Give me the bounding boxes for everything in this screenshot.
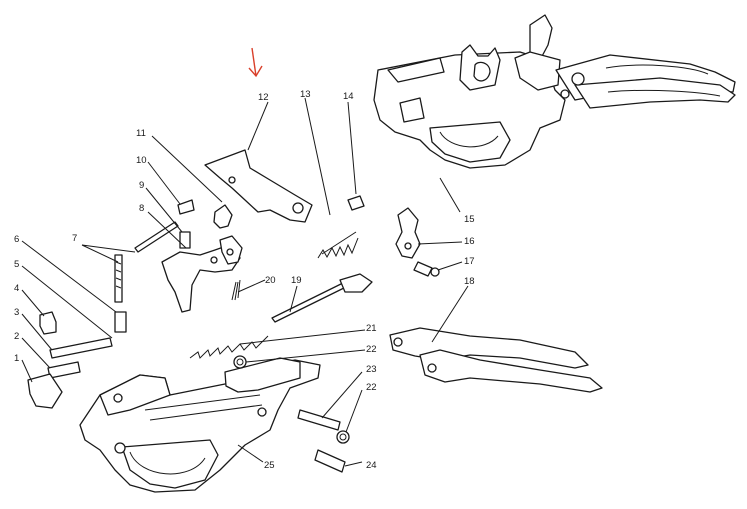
callout-3: 3 — [14, 307, 19, 318]
callout-22-lower: 22 — [366, 382, 377, 393]
callout-1: 1 — [14, 353, 19, 364]
part-23-pin — [297, 409, 341, 431]
part-12-hammer — [204, 149, 313, 223]
red-arrow-icon — [248, 47, 263, 78]
part-6-spring-seat — [114, 311, 127, 333]
part-17-pin — [413, 261, 440, 277]
callout-21: 21 — [366, 323, 377, 334]
callout-13: 13 — [300, 89, 311, 100]
callout-labels: 12 13 14 11 10 9 8 7 6 5 4 3 2 1 20 19 2… — [14, 89, 475, 471]
part-19-rod — [271, 273, 373, 323]
callout-14: 14 — [343, 91, 354, 102]
callout-9: 9 — [139, 180, 144, 191]
spring-20 — [231, 279, 241, 301]
callout-25: 25 — [264, 460, 275, 471]
leader-lines — [21, 97, 469, 467]
callout-10: 10 — [136, 155, 147, 166]
part-8-pin — [179, 231, 191, 249]
callout-8: 8 — [139, 203, 144, 214]
callout-4: 4 — [14, 283, 19, 294]
callout-18: 18 — [464, 276, 475, 287]
callout-5: 5 — [14, 259, 19, 270]
part-22-clip-lower — [336, 430, 350, 444]
spring-21 — [189, 335, 269, 359]
callout-17: 17 — [464, 256, 475, 267]
trigger-housing — [79, 357, 321, 493]
callout-22-upper: 22 — [366, 344, 377, 355]
part-1-plunger — [27, 373, 63, 409]
callout-15: 15 — [464, 214, 475, 225]
part-24-pin — [314, 449, 346, 473]
part-11-disconnector — [213, 204, 233, 229]
callout-19: 19 — [291, 275, 302, 286]
callout-20: 20 — [265, 275, 276, 286]
callout-24: 24 — [366, 460, 377, 471]
callout-11: 11 — [136, 128, 146, 139]
spring-7-rod — [114, 221, 179, 303]
callout-7: 7 — [72, 233, 77, 244]
safety-lever-part — [389, 327, 603, 393]
spring-13 — [317, 231, 359, 259]
callout-6: 6 — [14, 234, 19, 245]
part-4-plunger — [39, 311, 57, 335]
callout-16: 16 — [464, 236, 475, 247]
part-3-pin — [49, 337, 113, 359]
part-9-pin — [177, 199, 195, 215]
part-2-pin — [47, 361, 81, 379]
callout-2: 2 — [14, 331, 19, 342]
part-22-clip-upper — [233, 355, 247, 369]
callout-23: 23 — [366, 364, 377, 375]
callout-12: 12 — [258, 92, 269, 103]
part-14-cap — [347, 195, 365, 211]
trigger-group-assembly — [373, 14, 736, 169]
trigger-part — [161, 235, 243, 313]
part-16-lever — [395, 207, 421, 259]
